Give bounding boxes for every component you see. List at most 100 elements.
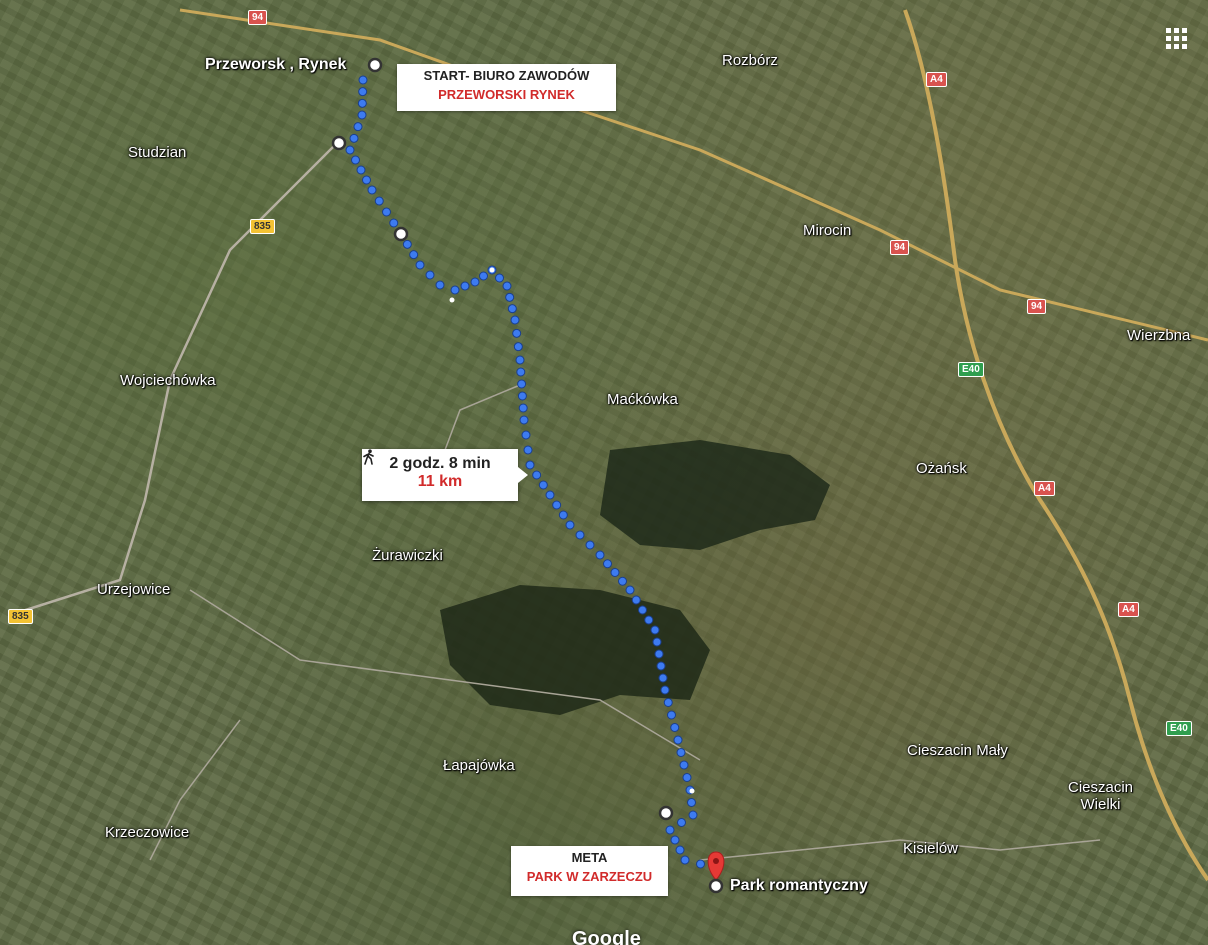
route-dot [665, 825, 675, 835]
place-lapajowka: Łapajówka [443, 757, 515, 774]
route-dot [425, 270, 435, 280]
place-park-romantyczny: Park romantyczny [730, 877, 868, 894]
route-dot [545, 490, 555, 500]
route-dot [552, 500, 562, 510]
route-dot [519, 415, 529, 425]
route-dot [517, 379, 527, 389]
place-ozansk: Ożańsk [916, 460, 967, 477]
finish-label-line1: META [571, 850, 608, 865]
route-dot [660, 685, 670, 695]
small-point [449, 297, 455, 303]
route-dot [516, 367, 526, 377]
route-dot [654, 649, 664, 659]
route-dot [389, 218, 399, 228]
road-94 [179, 8, 1208, 342]
route-dot [667, 710, 676, 720]
route-dot [585, 540, 595, 550]
route-distance: 11 km [417, 473, 463, 490]
route-dot [670, 723, 680, 732]
route-dot [652, 637, 662, 647]
road-shield-a4: A4 [1118, 602, 1139, 617]
place-zurawiczki: Żurawiczki [372, 547, 443, 564]
place-studzian: Studzian [128, 144, 187, 161]
route-dot [510, 315, 520, 325]
route-dot [356, 165, 366, 175]
route-dot [644, 615, 654, 625]
route-dot [675, 845, 685, 855]
route-dot [603, 559, 612, 569]
route-dot [507, 304, 517, 314]
start-marker [367, 57, 383, 73]
route-dot [495, 273, 504, 283]
route-dot [680, 855, 690, 865]
route-dot [460, 281, 470, 291]
route-dot [688, 810, 698, 820]
small-point [489, 267, 495, 273]
waypoint-marker [658, 805, 674, 821]
minor-road [189, 589, 701, 761]
route-dot [682, 773, 692, 782]
route-dot [558, 510, 568, 520]
route-dot [358, 87, 368, 97]
google-attribution: Google [572, 928, 641, 945]
route-dot [687, 798, 696, 807]
route-dot [518, 403, 528, 413]
apps-grid-icon[interactable] [1166, 28, 1188, 50]
place-wierzbna: Wierzbna [1127, 327, 1191, 344]
park-marker [708, 878, 724, 894]
route-dot [374, 196, 384, 206]
route-dot [435, 280, 445, 290]
route-dot [358, 75, 368, 85]
route-dot [532, 470, 542, 480]
route-dot [663, 698, 673, 707]
place-mackowka: Maćkówka [607, 391, 678, 408]
place-kisielow: Kisielów [903, 840, 959, 857]
route-dot [575, 530, 585, 540]
start-label-line1: START- BIURO ZAWODÓW [423, 68, 590, 83]
place-urzejowice: Urzejowice [97, 581, 171, 598]
route-dot [670, 835, 680, 845]
minor-road [699, 839, 1101, 861]
route-dot [625, 585, 635, 595]
route-dot [521, 430, 531, 440]
route-info-callout[interactable]: 2 godz. 8 min 11 km [362, 449, 528, 501]
place-cieszacin-wielki: Cieszacin Wielki [1068, 779, 1134, 813]
road-shield-e40: E40 [1166, 721, 1192, 736]
road-shield-a4: A4 [926, 72, 947, 87]
route-dot [409, 250, 419, 260]
place-rozborz: Rozbórz [722, 52, 778, 69]
route-dot [679, 760, 689, 770]
start-label-line2: PRZEWORSKI RYNEK [438, 87, 575, 102]
place-krzeczowice: Krzeczowice [105, 824, 190, 841]
route-dot [479, 271, 488, 281]
road-shield-835: 835 [8, 609, 33, 624]
route-dot [610, 568, 620, 577]
finish-label-box: META PARK W ZARZECZU [511, 846, 668, 896]
route-dot [658, 673, 668, 683]
road-shield-a4: A4 [1034, 481, 1055, 496]
route-duration: 2 godz. 8 min [389, 455, 491, 472]
route-dot [382, 207, 391, 217]
route-dot [676, 748, 686, 757]
road-shield-94: 94 [248, 10, 268, 25]
route-dot [367, 185, 377, 195]
route-dot [415, 260, 425, 270]
road-shield-94: 94 [1027, 299, 1047, 314]
route-dot [505, 292, 515, 302]
route-dot [650, 625, 660, 635]
route-dot [673, 735, 683, 745]
forest-area [440, 585, 710, 715]
route-dot [470, 277, 480, 287]
route-dot [538, 480, 548, 490]
route-dot [357, 98, 367, 108]
route-dot [450, 285, 460, 295]
place-wojciechowka: Wojciechówka [120, 372, 216, 389]
place-cieszacin-maly: Cieszacin Mały [907, 742, 1008, 759]
waypoint-marker [331, 135, 347, 151]
forest-area [600, 440, 830, 550]
small-point [689, 788, 695, 794]
route-dot [513, 342, 523, 352]
waypoint-marker [393, 226, 409, 242]
